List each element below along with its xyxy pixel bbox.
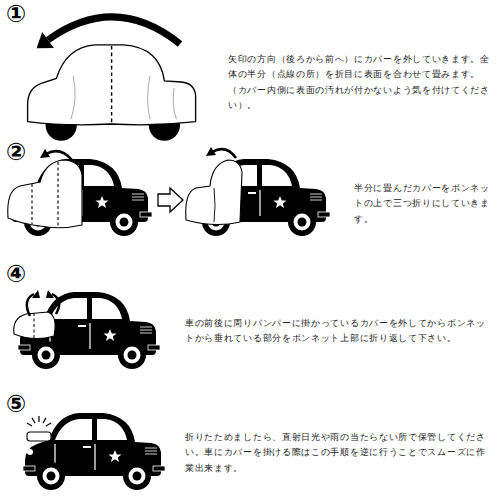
arrow-head	[37, 32, 54, 48]
direction-arrow	[48, 17, 180, 44]
step-number: ④	[6, 262, 26, 286]
fold-line	[32, 162, 58, 226]
instruction-text: 矢印の方向（後ろから前へ）にカバーを外していきます。全体の半分（点線の所）を折目…	[228, 52, 490, 113]
instruction-text: 車の前後に周りバンパーに掛かっているカバーを外してからボンネットから垂れている部…	[185, 316, 490, 347]
arrow-head	[46, 290, 54, 298]
folded-cover	[27, 432, 51, 441]
arrow-head	[40, 149, 50, 158]
arrow-head	[206, 147, 216, 156]
shine-lines	[27, 416, 51, 426]
step-number: ①	[6, 2, 26, 26]
fold-arrow	[212, 149, 236, 158]
cover-fold	[214, 188, 215, 222]
instruction-text: 半分に畳んだカバーをボンネットの上で三つ折りにしていきます。	[354, 181, 494, 227]
car-cover	[8, 160, 82, 228]
fold-line	[34, 313, 35, 338]
fold-arrow	[46, 151, 72, 160]
step-number: ⑤	[6, 392, 26, 416]
next-arrow	[158, 188, 183, 212]
arrow-head	[32, 290, 40, 298]
car-drawing	[23, 413, 165, 490]
instruction-text: 折りたためましたら、直射日光や雨の当たらない所で保管してください。車にカバーを掛…	[185, 430, 490, 476]
car-cover	[186, 160, 242, 225]
covered-car	[28, 45, 196, 141]
step-number: ②	[6, 140, 26, 164]
car-cover	[14, 312, 55, 339]
